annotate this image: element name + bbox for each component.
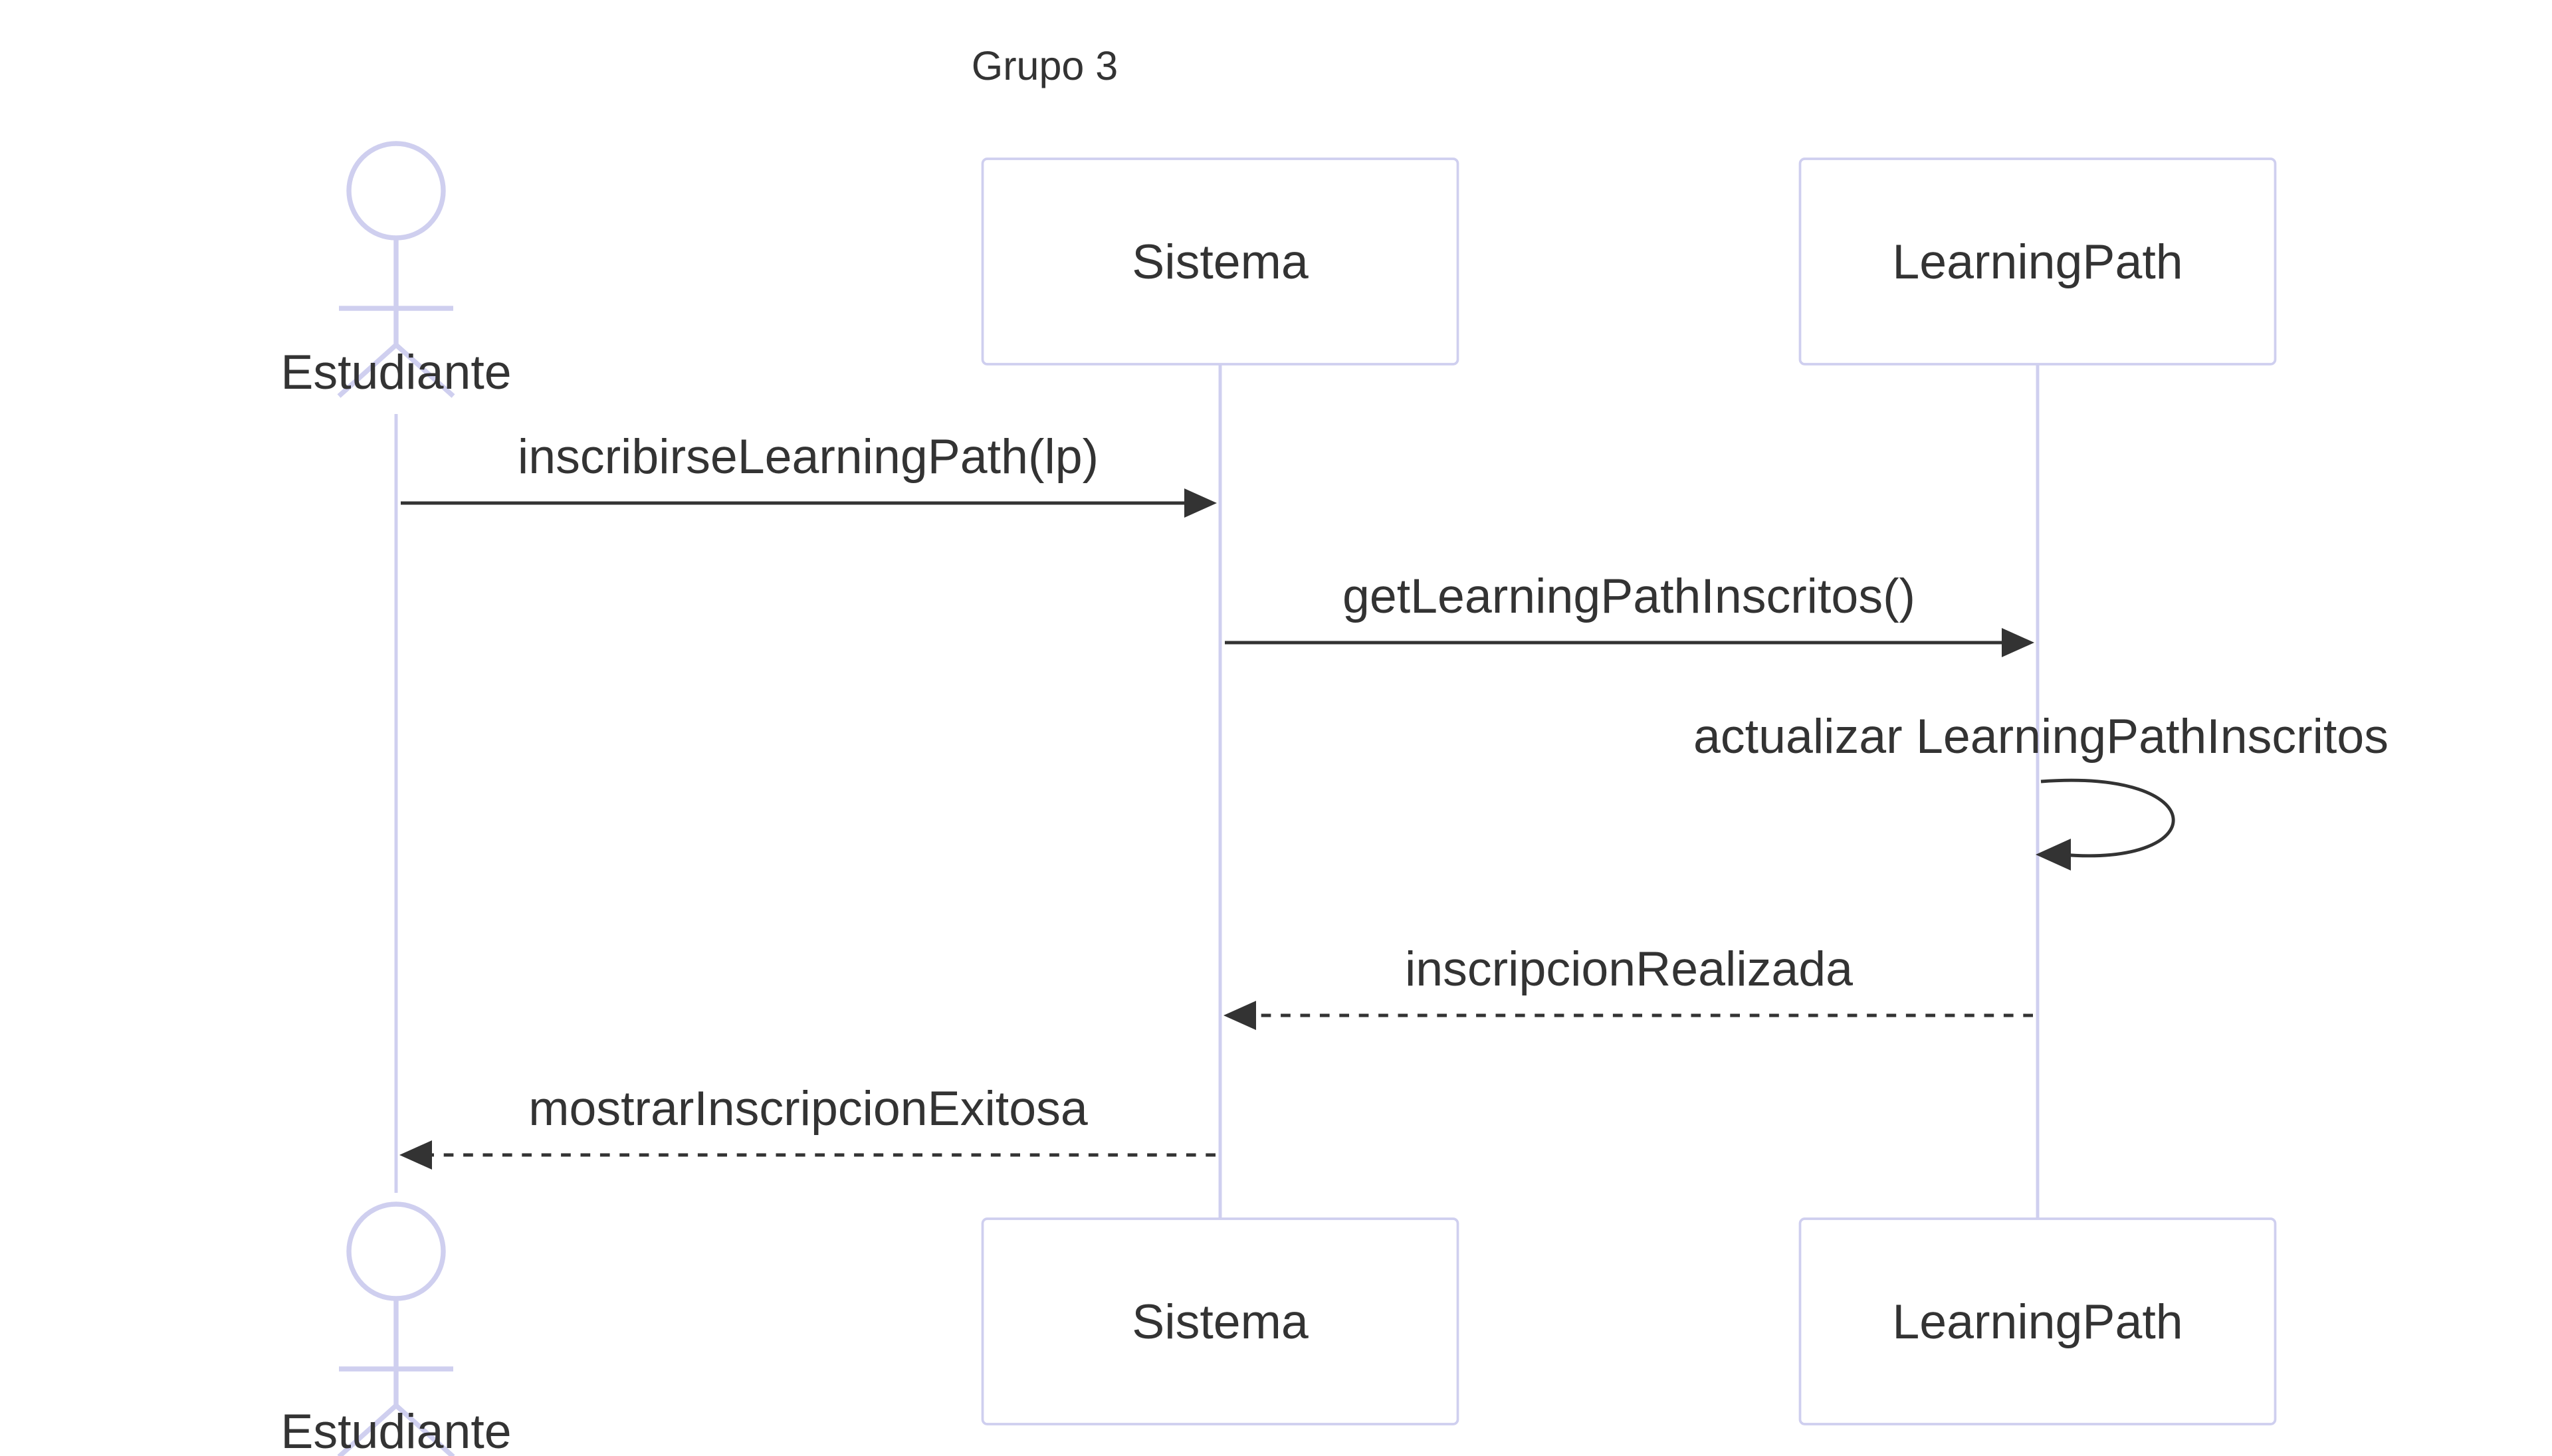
message-label: mostrarInscripcionExitosa bbox=[528, 1081, 1088, 1136]
participant-learningpath-bottom: LearningPath bbox=[1798, 1217, 2277, 1425]
actor-estudiante-top: Estudiante bbox=[280, 141, 512, 399]
participant-box bbox=[981, 157, 1459, 365]
participant-label: Sistema bbox=[1132, 234, 1309, 289]
message-4: inscripcionRealizada bbox=[1223, 941, 2033, 1030]
message-label: inscribirseLearningPath(lp) bbox=[518, 429, 1099, 484]
messages: inscribirseLearningPath(lp) getLearningPa… bbox=[399, 429, 2389, 1170]
participant-box bbox=[981, 1217, 1459, 1425]
arrowhead-icon bbox=[2036, 839, 2071, 871]
message-label: actualizar LearningPathInscritos bbox=[1693, 708, 2389, 764]
participant-box bbox=[1798, 1217, 2277, 1425]
lifelines bbox=[394, 364, 2040, 1219]
arrowhead-icon bbox=[1223, 1001, 1256, 1030]
participant-label: LearningPath bbox=[1892, 1294, 2182, 1349]
actor-figure-icon bbox=[337, 141, 455, 398]
participant-learningpath-top: LearningPath bbox=[1798, 157, 2277, 365]
participant-label: Sistema bbox=[1132, 1294, 1309, 1349]
message-5: mostrarInscripcionExitosa bbox=[399, 1081, 1216, 1170]
arrowhead-icon bbox=[399, 1140, 432, 1170]
arrowhead-icon bbox=[2002, 628, 2034, 657]
message-3: actualizar LearningPathInscritos bbox=[1693, 708, 2389, 871]
actor-figure-icon bbox=[337, 1201, 455, 1456]
actor-estudiante-bottom: Estudiante bbox=[280, 1201, 512, 1456]
diagram-title: Grupo 3 bbox=[972, 43, 1118, 88]
message-label: getLearningPathInscritos() bbox=[1342, 568, 1915, 623]
message-2: getLearningPathInscritos() bbox=[1225, 568, 2034, 657]
participant-box bbox=[1798, 157, 2277, 365]
participant-label: LearningPath bbox=[1892, 234, 2182, 289]
actor-label: Estudiante bbox=[280, 344, 511, 399]
participant-sistema-bottom: Sistema bbox=[981, 1217, 1459, 1425]
message-line bbox=[2040, 778, 2175, 858]
message-label: inscripcionRealizada bbox=[1405, 941, 1853, 996]
message-1: inscribirseLearningPath(lp) bbox=[401, 429, 1217, 518]
arrowhead-icon bbox=[1184, 488, 1217, 518]
participant-sistema-top: Sistema bbox=[981, 157, 1459, 365]
actor-label: Estudiante bbox=[280, 1404, 511, 1456]
participants: EstudianteEstudianteSistemaSistemaLearni… bbox=[280, 141, 2277, 1456]
